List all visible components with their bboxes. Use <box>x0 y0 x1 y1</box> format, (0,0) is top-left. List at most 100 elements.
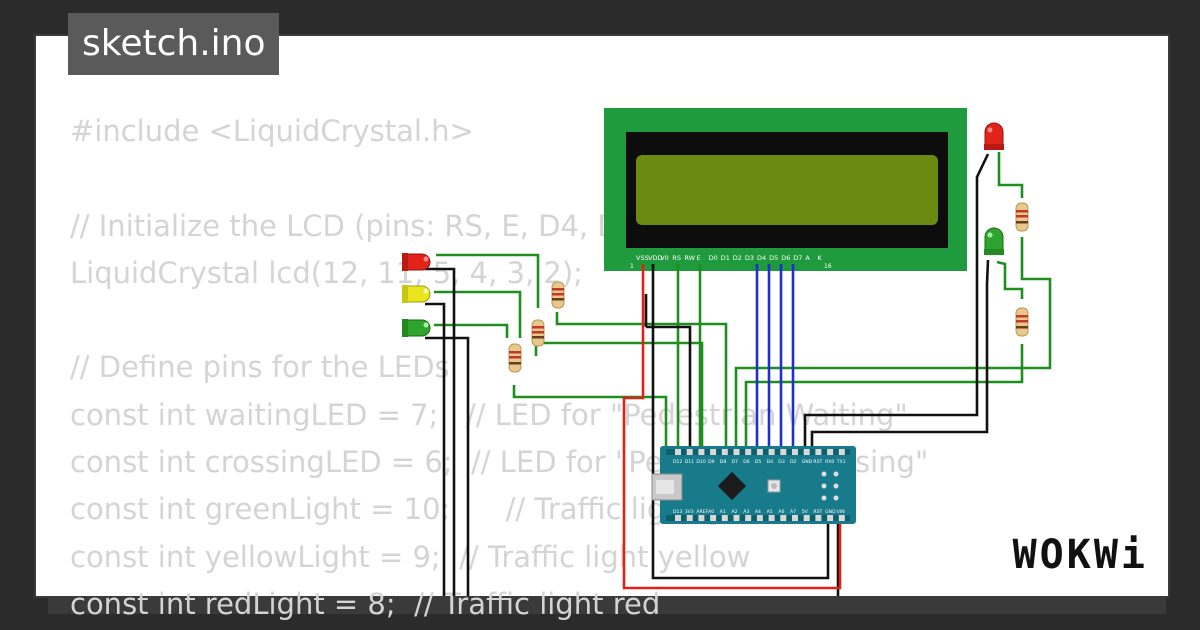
resistor-4 <box>1015 202 1029 232</box>
arduino-top-pin-label: D2 <box>790 459 797 465</box>
black-wires <box>425 153 990 596</box>
arduino-top-pin-label: RST <box>813 459 822 465</box>
pin-pad <box>721 449 728 455</box>
lcd-pin-label: D2 <box>733 254 742 262</box>
icsp-header <box>821 471 839 501</box>
arduino-bottom-pin-label: GND <box>825 509 836 515</box>
arduino-top-pin-label: D8 <box>720 459 727 465</box>
pin-pad <box>675 449 681 455</box>
pin-pad <box>756 515 763 521</box>
lcd-pin-label: D5 <box>769 254 778 262</box>
resistor-3 <box>508 343 522 373</box>
lcd-pin-label: VSS <box>636 254 649 262</box>
arduino-bottom-pin-label: A6 <box>778 509 784 515</box>
pin-pad <box>686 449 693 455</box>
green-led <box>402 319 431 337</box>
arduino-bottom-pin-label: RST <box>813 509 822 515</box>
arduino-top-pin-label: D12 <box>673 459 682 465</box>
resistor-2 <box>531 319 545 347</box>
pin-pad <box>792 449 798 455</box>
wokwi-logo: WOKWi <box>1012 532 1148 578</box>
arduino-bottom-pads <box>675 515 845 521</box>
pin-pad <box>710 449 717 455</box>
resistor-1 <box>551 281 565 309</box>
pin-pad <box>745 515 752 521</box>
pin-pad <box>827 515 834 521</box>
code-line: const int yellowLight = 9; // Traffic li… <box>70 539 751 574</box>
arduino-board <box>660 446 856 524</box>
pin-pad <box>838 449 845 455</box>
crossing-green-led <box>984 227 1004 255</box>
code-line: LiquidCrystal lcd(12, 11, 5, 4, 3, 2); <box>70 255 583 290</box>
arduino-top-pin-label: D4 <box>767 459 774 465</box>
pin-pad <box>768 515 775 521</box>
arduino-top-pin-label: TX1 <box>836 459 846 465</box>
arduino-top-pin-label: D9 <box>708 459 715 465</box>
lcd-pin-label: A <box>805 254 810 262</box>
lcd-pin-label: RS <box>672 254 681 262</box>
code-line: const int greenLight = 10; // Traffic li… <box>70 492 788 527</box>
lcd-pin-label: K <box>818 254 823 262</box>
arduino-bottom-pin-label: AREF <box>696 509 708 515</box>
arduino-bottom-pin-label: VIN <box>837 509 845 515</box>
pin-pad <box>815 449 822 455</box>
microcontroller-chip <box>717 471 747 501</box>
red-power-wire <box>622 264 842 590</box>
arduino-bottom-pin-label: A1 <box>720 509 726 515</box>
code-line: #include <LiquidCrystal.h> <box>70 114 474 148</box>
arduino-top-pin-label: D10 <box>696 459 705 465</box>
lcd-first-pin: 1 <box>630 263 634 270</box>
pin-pad <box>838 515 845 521</box>
code-line: // Define pins for the LEDs <box>70 350 450 385</box>
pin-pad <box>815 515 822 521</box>
arduino-top-pin-label: D11 <box>685 459 694 465</box>
pin-pad <box>745 449 752 455</box>
arduino-top-pin-label: D5 <box>755 459 762 465</box>
arduino-bottom-pin-label: A3 <box>743 509 749 515</box>
code-line: const int redLight = 8; // Traffic light… <box>70 586 661 621</box>
waiting-red-led <box>984 122 1004 150</box>
pin-pad <box>698 515 705 521</box>
pin-pad <box>827 449 834 455</box>
lcd-pin-label: D7 <box>793 254 802 262</box>
arduino-bottom-pin-label: A4 <box>755 509 761 515</box>
pin-pad <box>756 449 763 455</box>
arduino-top-pin-label: GND <box>802 459 813 465</box>
pin-pad <box>780 449 787 455</box>
lcd-screen <box>636 155 938 225</box>
arduino-bottom-pin-label: A7 <box>790 509 796 515</box>
pin-pad <box>710 515 717 521</box>
pin-pad <box>733 515 740 521</box>
arduino-top-pin-label: RX0 <box>825 459 834 465</box>
card-shadow <box>48 596 1166 614</box>
pin-pad <box>803 515 810 521</box>
arduino-bottom-pin-label: 5V <box>802 509 809 515</box>
pin-pad <box>675 515 681 521</box>
arduino-bottom-pin-label: 3V3 <box>685 509 694 515</box>
pin-pad <box>733 449 740 455</box>
code-preview: #include <LiquidCrystal.h> // Initialize… <box>70 108 928 628</box>
resistor-5 <box>1015 307 1029 337</box>
preview-card[interactable]: #include <LiquidCrystal.h> // Initialize… <box>34 34 1170 621</box>
arduino-top-pin-label: D3 <box>778 459 785 465</box>
arduino-top-pin-label: D7 <box>732 459 739 465</box>
lcd-pin-label: D4 <box>757 254 766 262</box>
yellow-led <box>402 285 431 303</box>
arduino-bottom-pin-label: D13 <box>673 509 682 515</box>
arduino-bottom-pin-label: A2 <box>732 509 738 515</box>
lcd-pin-label: VDD <box>648 254 662 262</box>
lcd-pin-label: E <box>697 254 701 262</box>
arduino-top-pin-label: D6 <box>743 459 750 465</box>
sketch-filename-tab[interactable]: sketch.ino <box>68 13 280 75</box>
pin-pad <box>803 449 810 455</box>
arduino-bottom-pin-label: A5 <box>767 509 773 515</box>
lcd-pin-label: D1 <box>721 254 730 262</box>
lcd-pin-label: V0 <box>660 254 669 262</box>
lcd-pin-label: D3 <box>745 254 754 262</box>
traffic-leds <box>402 253 431 337</box>
